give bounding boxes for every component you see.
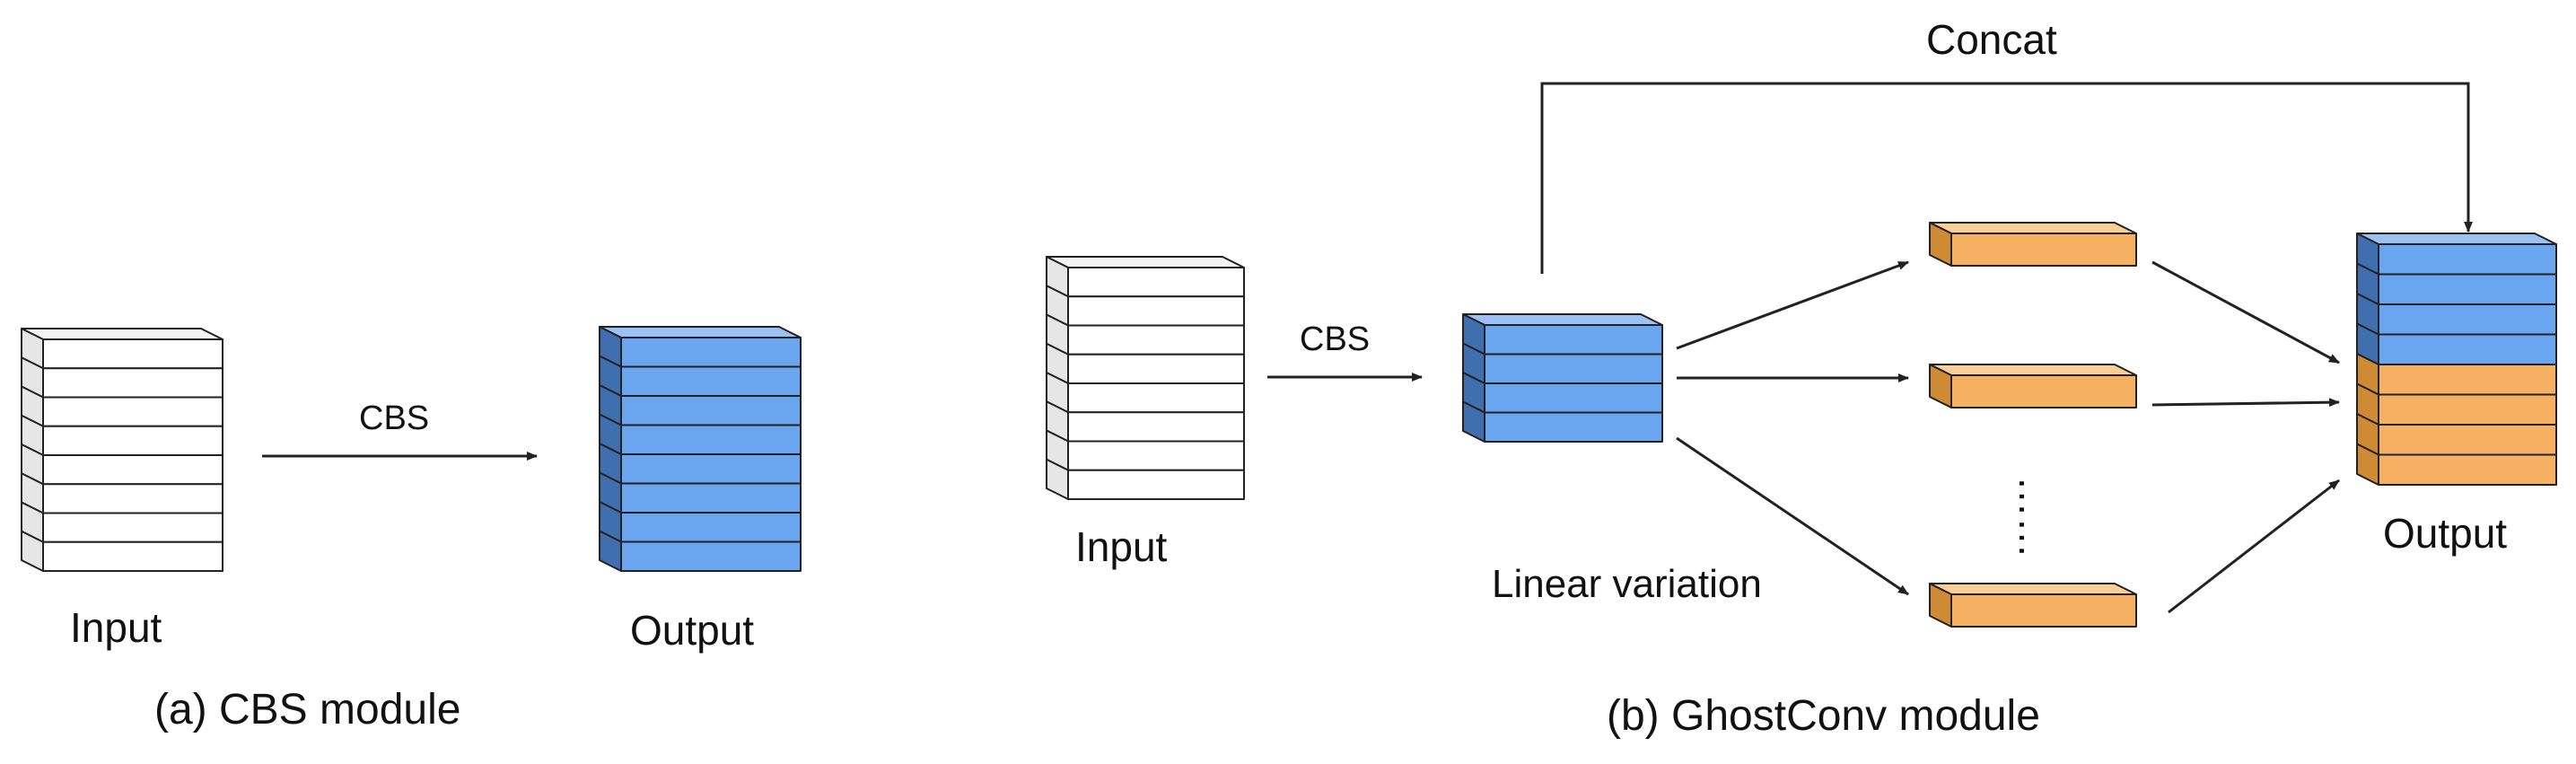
block-layer [1950,233,2137,267]
block-layer [1067,440,1245,471]
block-layer [1484,382,1663,414]
block-layer [620,540,802,572]
block-top-face [1462,313,1663,326]
block-top-face [1929,583,2137,595]
block-layer [620,453,802,485]
concat-arrow [1540,82,2473,274]
block-layer [42,540,223,572]
block-layer [2378,424,2557,456]
output-label: Output [2383,510,2507,557]
block-layer [2378,303,2557,336]
ghost-feature-map [1929,364,2137,408]
ellipsis-label: …… [2011,476,2057,558]
block-layer [1067,353,1245,384]
block-layer [620,512,802,543]
block-layer [1484,324,1663,356]
block-layer [2378,243,2557,276]
block-layer [42,338,223,370]
block-layer [42,454,223,486]
block-layer [1067,411,1245,443]
linear-variation-label: Linear variation [1492,562,1762,606]
linear-variation-block [1462,313,1663,443]
block-top-face [1929,364,2137,376]
block-layer [2378,333,2557,365]
panel-b: Input CBS Linear variation Concat …… Out… [1046,16,2557,740]
arrow-to-output-3 [2168,479,2340,614]
ghost-feature-map [1929,583,2137,628]
block-layer [42,512,223,543]
block-layer [620,365,802,397]
cbs-arrow-label: CBS [359,400,429,437]
block-layer [1067,324,1245,356]
arrow-to-ghost-3 [1676,436,1909,596]
input-feature-block [21,328,223,572]
cbs-arrow-label: CBS [1300,321,1370,358]
block-layer [620,395,802,426]
block-layer [42,483,223,514]
caption-b: (b) GhostConv module [1607,692,2040,740]
output-label: Output [630,607,754,654]
block-layer [620,424,802,455]
block-layer [42,367,223,399]
block-layer [2378,364,2557,396]
input-label: Input [70,604,162,651]
block-top-face [2356,233,2557,245]
arrow-to-output-2 [2151,398,2340,408]
input-label: Input [1075,523,1168,570]
block-layer [42,396,223,427]
block-layer [620,482,802,514]
block-top-face [1046,256,1245,268]
block-layer [620,337,802,368]
block-layer [1067,469,1245,500]
concat-label: Concat [1926,16,2057,63]
block-top-face [599,326,802,338]
block-top-face [21,328,223,340]
panel-a: Input CBS Output (a) CBS module [21,326,802,733]
block-layer [2378,393,2557,426]
arrow-to-output-1 [2151,260,2340,364]
input-feature-block [1046,256,1245,500]
output-feature-block [2356,233,2557,486]
block-top-face [1929,222,2137,234]
caption-a: (a) CBS module [154,686,460,733]
output-feature-block [599,326,802,572]
block-layer [1484,411,1663,443]
block-layer [42,425,223,456]
ghost-feature-map [1929,222,2137,267]
arrow-to-ghost-1 [1676,260,1909,350]
block-layer [1950,593,2137,628]
block-layer [1067,382,1245,414]
block-layer [1950,374,2137,408]
block-layer [1067,267,1245,298]
block-layer [1067,295,1245,327]
block-layer [2378,453,2557,486]
block-layer [2378,273,2557,305]
block-layer [1484,353,1663,384]
